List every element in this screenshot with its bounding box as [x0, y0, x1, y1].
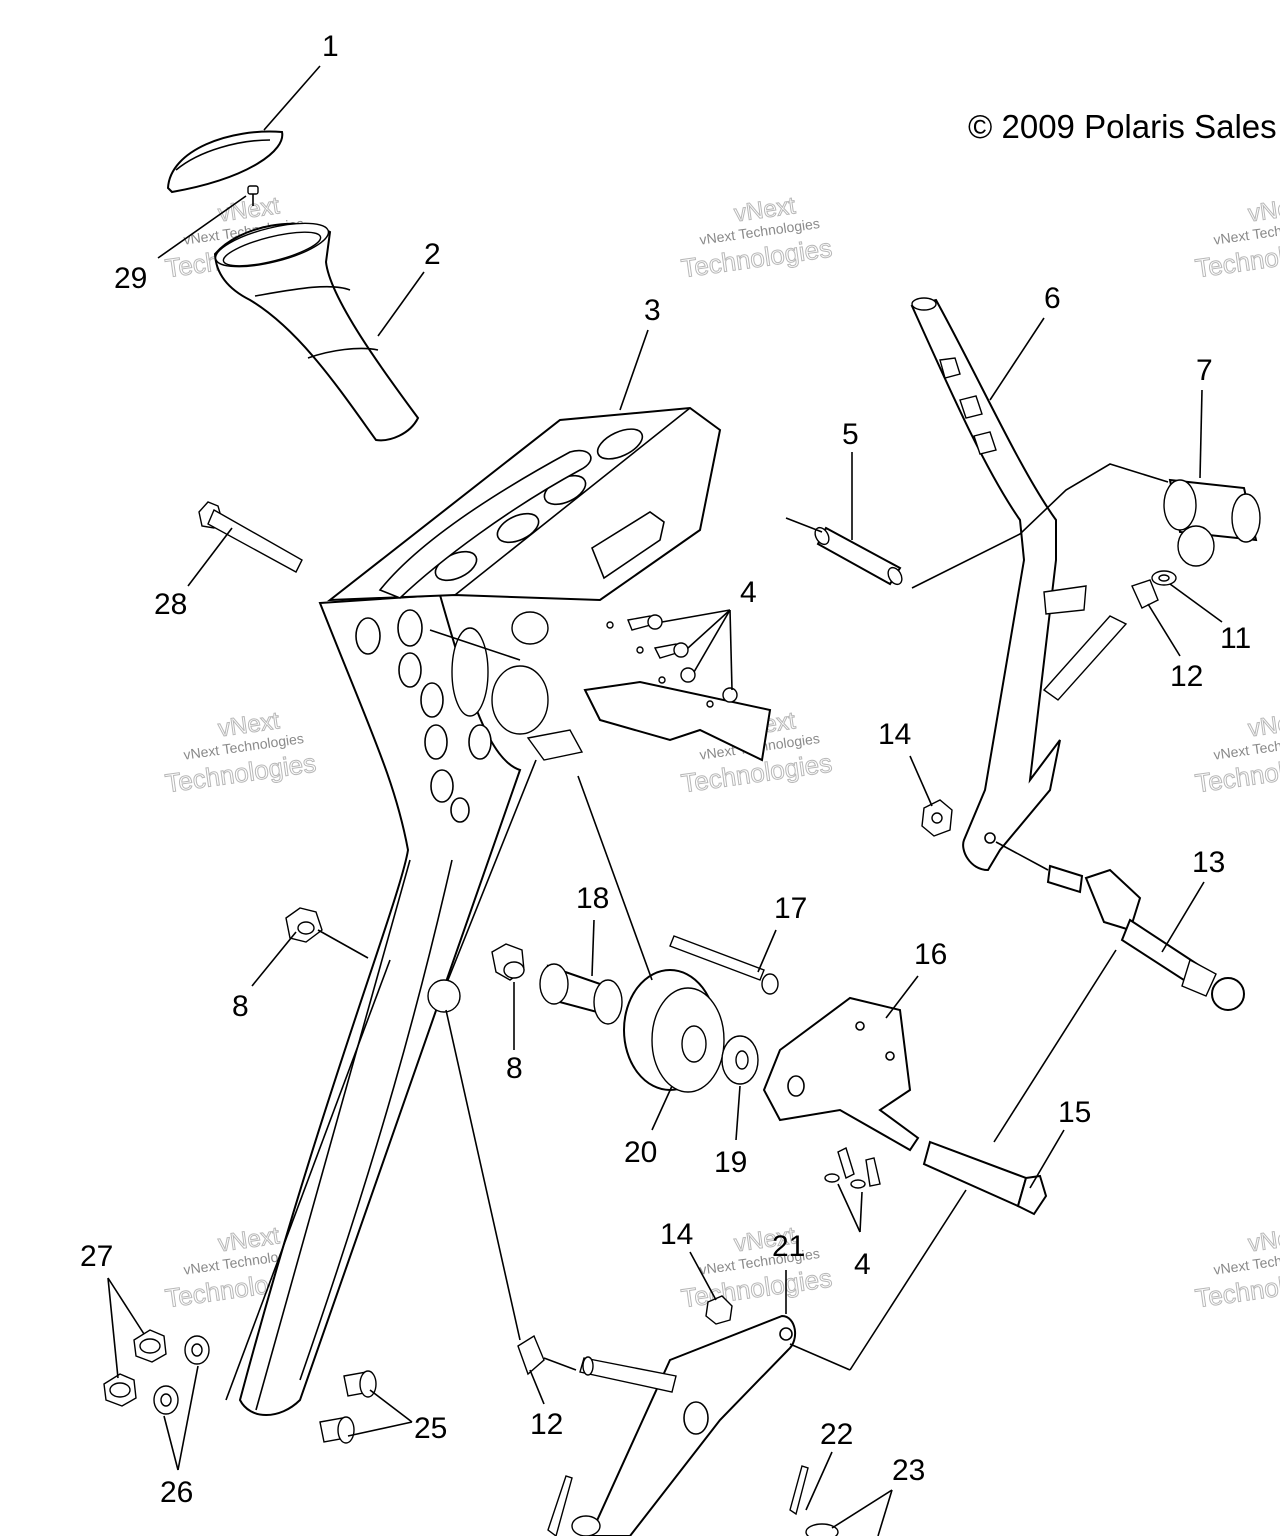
callout-labels: 1 2 3 4 4 5 6 7 8 8 11 12 12 13 14 14 15…: [80, 30, 1251, 1509]
part-13-cable-end: [1046, 864, 1245, 1011]
callout-8-left: 8: [232, 990, 249, 1023]
assembly-lines: [317, 463, 1169, 1371]
callout-14-upper: 14: [878, 718, 911, 751]
callout-20: 20: [624, 1136, 657, 1169]
part-1-knob-cap: [166, 130, 284, 194]
callout-15: 15: [1058, 1096, 1091, 1129]
bottom-left-pin: [547, 1475, 601, 1536]
callout-6: 6: [1044, 282, 1061, 315]
part-6-linkage-rod: [910, 297, 1128, 872]
callout-12-lower: 12: [530, 1408, 563, 1441]
callout-28: 28: [154, 588, 187, 621]
part-18-bushing: [539, 963, 623, 1025]
part-17-bolt: [669, 935, 779, 995]
part-28-bolt: [198, 501, 303, 573]
callout-17: 17: [774, 892, 807, 925]
callout-29: 29: [114, 262, 147, 295]
watermark: vNext vNext Technologies Technologies: [1193, 1222, 1280, 1314]
callout-4-upper: 4: [740, 576, 757, 609]
callout-21: 21: [772, 1230, 805, 1263]
part-15-bolt: [922, 1140, 1048, 1216]
callout-25: 25: [414, 1412, 447, 1445]
part-8-nut-center: [491, 943, 525, 981]
callout-12-upper: 12: [1170, 660, 1203, 693]
part-23-clip: [805, 1523, 839, 1536]
callout-18: 18: [576, 882, 609, 915]
part-27-nuts: [103, 1329, 167, 1407]
part-16-bracket: [762, 996, 920, 1152]
callout-22: 22: [820, 1418, 853, 1451]
part-21-lower-arm: [579, 1314, 797, 1536]
callout-2: 2: [424, 238, 441, 271]
callout-19: 19: [714, 1146, 747, 1179]
part-12-clip-upper: [1131, 579, 1159, 609]
callout-1: 1: [322, 30, 339, 63]
callout-5: 5: [842, 418, 859, 451]
part-29-screw: [247, 185, 259, 206]
part-14-nut-lower: [705, 1295, 733, 1325]
part-3-main-bracket: [225, 406, 772, 1416]
watermark: vNext vNext Technologies Technologies: [1193, 707, 1280, 799]
part-12-clip-lower: [517, 1334, 545, 1376]
callout-11: 11: [1220, 622, 1251, 655]
callout-27: 27: [80, 1240, 113, 1273]
part-4-screws-upper: [627, 614, 738, 703]
part-11-washer: [1151, 570, 1177, 586]
copyright-notice: © 2009 Polaris Sales: [968, 108, 1277, 145]
spacer-ring: [427, 979, 461, 1013]
part-5-pin: [814, 526, 903, 586]
part-2-shift-handle: [213, 222, 420, 442]
part-7-bushing: [1163, 478, 1261, 567]
callout-16: 16: [914, 938, 947, 971]
part-4-screws-lower: [824, 1147, 881, 1189]
watermark: vNext vNext Technologies Technologies: [163, 707, 318, 799]
callout-26: 26: [160, 1476, 193, 1509]
callout-3: 3: [644, 294, 661, 327]
part-25-screws: [319, 1370, 377, 1444]
part-26-star-washers: [153, 1335, 210, 1415]
callout-4-lower: 4: [854, 1248, 871, 1281]
callout-23: 23: [892, 1454, 925, 1487]
part-8-nut-left: [285, 907, 323, 943]
part-19-washer: [721, 1035, 759, 1085]
watermark: vNext vNext Technologies Technologies: [679, 192, 834, 284]
callout-13: 13: [1192, 846, 1225, 879]
callout-leaders: [107, 65, 1223, 1536]
callout-7: 7: [1196, 354, 1213, 387]
callout-14-lower: 14: [660, 1218, 693, 1251]
part-22-cotter-pin: [789, 1465, 809, 1516]
part-20-pulley: [623, 969, 725, 1093]
watermark: vNext vNext Technologies Technologies: [1193, 192, 1280, 284]
callout-8-center: 8: [506, 1052, 523, 1085]
part-14-nut-upper: [921, 799, 953, 837]
